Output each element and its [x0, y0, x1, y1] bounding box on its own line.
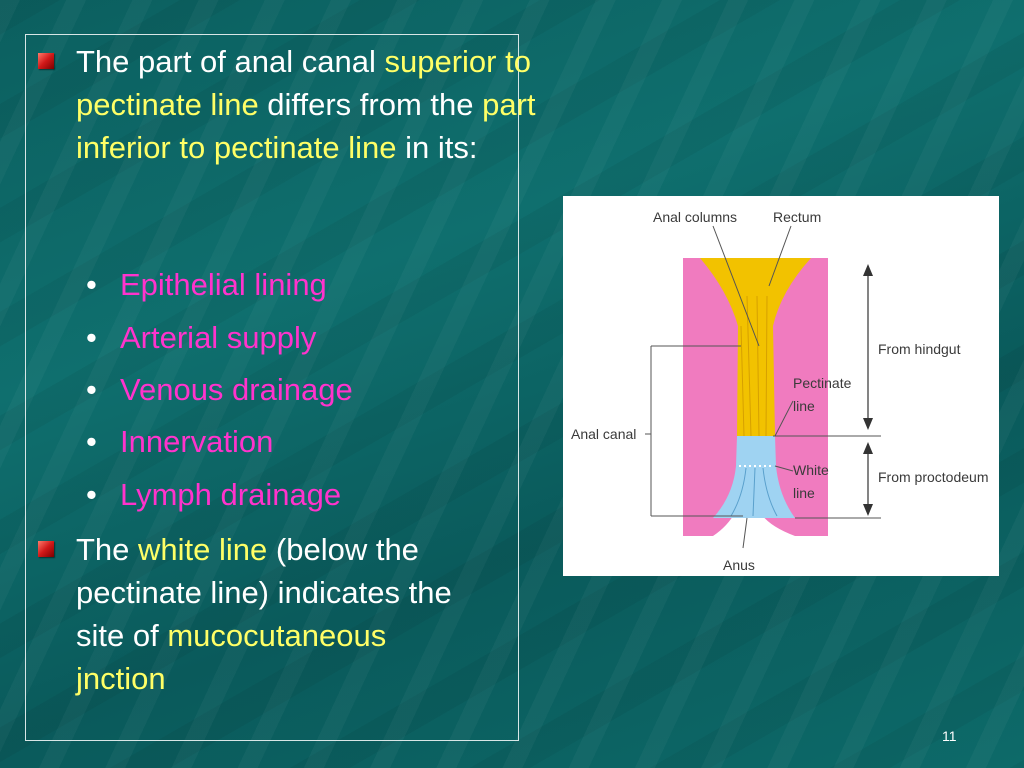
sub-bullet-dot-icon: • — [86, 477, 97, 512]
anal-canal-bracket — [645, 345, 743, 517]
label-rectum: Rectum — [773, 209, 821, 225]
text-content-box: The part of anal canal superior to pecti… — [25, 34, 536, 741]
label-anal-columns: Anal columns — [653, 209, 737, 225]
label-pectinate: Pectinate — [793, 375, 852, 391]
label-white-line: line — [793, 485, 815, 501]
para1-text-3: in its: — [396, 130, 478, 165]
anal-canal-diagram-svg: Anal columns Rectum From hindgut Pectina… — [571, 209, 988, 573]
para1-highlight-inferior: part inferior to pectinate line — [76, 87, 536, 165]
sub-item-venous-drainage: •Venous drainage — [86, 368, 353, 411]
lower-mucosa-shape — [713, 436, 795, 518]
para1-text-1: The part of anal canal — [76, 44, 385, 79]
para2-highlight-white-line: white line — [138, 532, 268, 567]
para2-highlight-mucocutaneous: mucocutaneous jnction — [76, 618, 387, 696]
sub-bullet-dot-icon: • — [86, 320, 97, 355]
label-anus: Anus — [723, 557, 755, 573]
label-white: White — [793, 462, 829, 478]
red-square-bullet-icon — [38, 541, 54, 557]
sub-bullet-dot-icon: • — [86, 424, 97, 459]
label-anal-canal: Anal canal — [571, 426, 636, 442]
anal-column-lines — [740, 295, 768, 437]
label-from-hindgut: From hindgut — [878, 341, 961, 357]
label-from-proctodeum: From proctodeum — [878, 469, 988, 485]
page-number: 11 — [942, 728, 957, 744]
label-pectinate-line: line — [793, 398, 815, 414]
para2-text-2: (below the pectinate line) indicates the… — [76, 532, 452, 653]
sub-bullet-dot-icon: • — [86, 372, 97, 407]
bullet-paragraph-2: The white line (below the pectinate line… — [76, 528, 476, 700]
sub-item-epithelial-lining: •Epithelial lining — [86, 263, 327, 306]
sub-bullet-dot-icon: • — [86, 267, 97, 302]
label-pointers — [712, 225, 794, 549]
para1-text-2: differs from the — [258, 87, 483, 122]
sub-item-innervation: •Innervation — [86, 420, 273, 463]
anal-canal-diagram: Anal columns Rectum From hindgut Pectina… — [563, 196, 999, 576]
anal-fold-lines — [730, 467, 778, 517]
sub-item-arterial-supply: •Arterial supply — [86, 316, 316, 359]
para2-text-1: The — [76, 532, 139, 567]
sub-item-lymph-drainage: •Lymph drainage — [86, 473, 341, 516]
red-square-bullet-icon — [38, 53, 54, 69]
para1-highlight-superior: superior to pectinate line — [76, 44, 531, 122]
bullet-paragraph-1: The part of anal canal superior to pecti… — [76, 40, 536, 169]
upper-mucosa-shape — [700, 258, 811, 436]
